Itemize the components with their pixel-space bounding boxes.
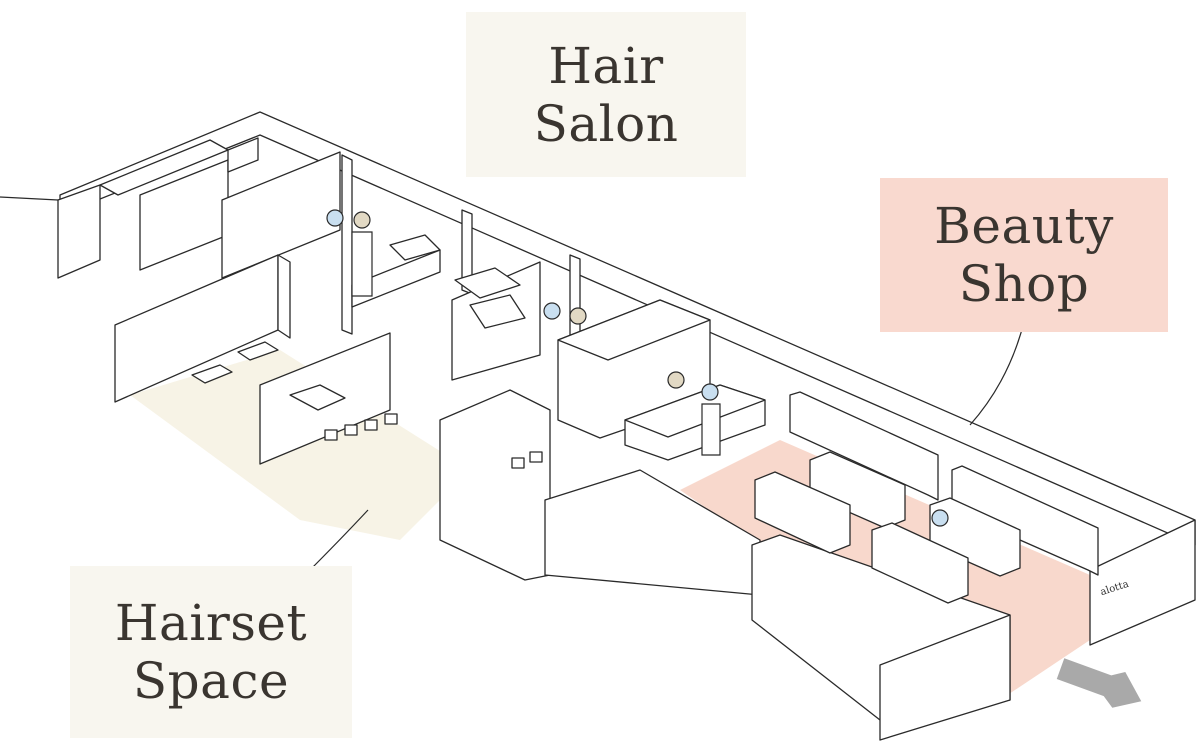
beauty-shop-line1: Beauty — [934, 197, 1114, 255]
entrance-arrow-icon — [1056, 658, 1142, 708]
hair-salon-line1: Hair — [548, 36, 664, 95]
beauty-shop-leader — [969, 317, 1026, 426]
stools — [324, 413, 543, 469]
back-room-wall-4 — [227, 137, 259, 173]
shop-end-wall — [1089, 519, 1196, 646]
hairset-chairs — [191, 341, 346, 411]
front-wall-4 — [879, 614, 1011, 741]
salon-divider-1 — [341, 154, 353, 335]
back-room-wall-3 — [221, 151, 341, 279]
shampoo-units — [389, 234, 526, 329]
people — [326, 209, 949, 527]
counter-block-top — [557, 299, 711, 361]
hairset-space-line1: Hairset — [114, 594, 308, 652]
salon-divider-3 — [569, 254, 581, 340]
beauty-shop-line2: Shop — [958, 255, 1090, 313]
hair-salon-line2: Salon — [533, 94, 679, 153]
salon-low-wall — [351, 249, 441, 308]
hairset-space-line2: Space — [132, 652, 290, 710]
reception-desk-top — [624, 384, 766, 438]
shelves — [754, 391, 1099, 604]
left-outer-wall — [57, 184, 101, 279]
front-wall-1 — [439, 389, 551, 581]
hairset-partition-side — [277, 254, 291, 339]
